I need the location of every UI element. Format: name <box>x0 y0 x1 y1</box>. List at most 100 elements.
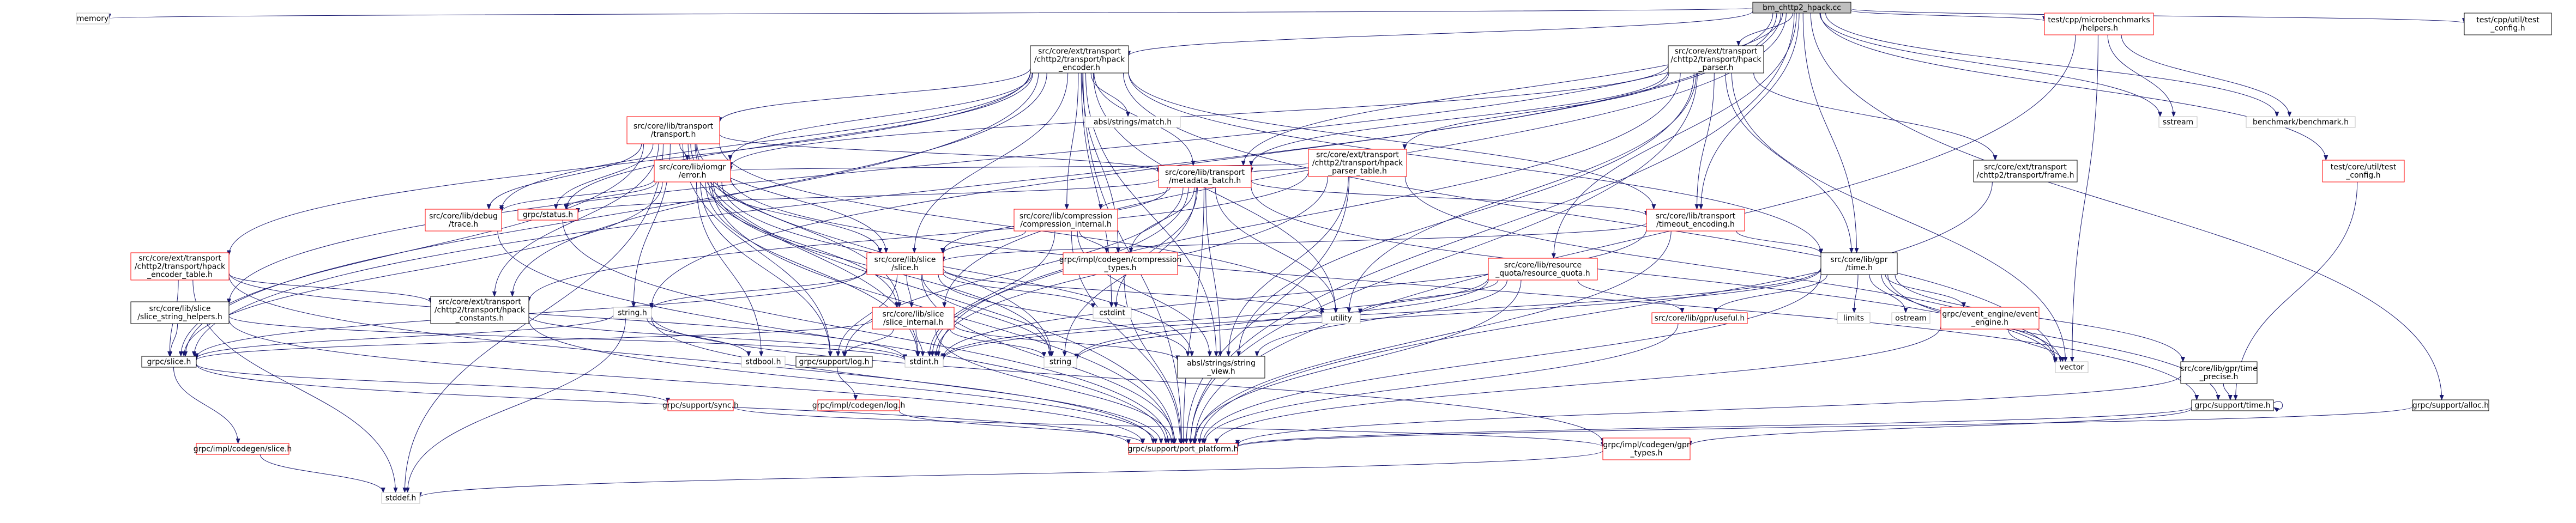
node-string_view[interactable]: absl/strings/string_view.h <box>1177 356 1265 379</box>
node-box <box>1063 252 1178 275</box>
node-cstdint[interactable]: cstdint <box>1093 307 1132 319</box>
node-port_platform[interactable]: grpc/support/port_platform.h <box>1128 443 1239 455</box>
node-stddef[interactable]: stddef.h <box>381 492 420 504</box>
node-benchmark[interactable]: benchmark/benchmark.h <box>2246 116 2356 128</box>
node-slice_string_helpers[interactable]: src/core/lib/slice/slice_string_helpers.… <box>130 301 230 324</box>
edge-transport_h-to-debug_trace <box>486 143 642 210</box>
node-resource_quota[interactable]: src/core/lib/resource_quota/resource_quo… <box>1488 258 1598 281</box>
node-label: src/core/ext/transport <box>1984 163 2067 172</box>
edge-hpack_parser-to-port_platform <box>1188 72 1698 444</box>
node-label: src/core/lib/transport <box>1165 168 1245 177</box>
node-metadata_batch[interactable]: src/core/lib/transport/metadata_batch.h <box>1158 165 1252 188</box>
node-vector[interactable]: vector <box>2055 361 2089 373</box>
node-label: src/core/ext/transport <box>1675 47 1758 56</box>
edge-gpr_time-to-limits <box>1852 274 1859 313</box>
node-box <box>2322 160 2405 183</box>
node-hpack_encoder_table[interactable]: src/core/ext/transport/chttp2/transport/… <box>130 252 230 281</box>
node-hpack_encoder[interactable]: src/core/ext/transport/chttp2/transport/… <box>1030 45 1129 74</box>
node-frame_h[interactable]: src/core/ext/transport/chttp2/transport/… <box>1973 160 2078 183</box>
node-hpack_constants[interactable]: src/core/ext/transport/chttp2/transport/… <box>430 296 529 324</box>
node-codegen_log[interactable]: grpc/impl/codegen/log.h <box>812 399 905 411</box>
node-hpack_parser[interactable]: src/core/ext/transport/chttp2/transport/… <box>1668 45 1764 74</box>
node-transport_h[interactable]: src/core/lib/transport/transport.h <box>626 116 720 144</box>
node-support_time[interactable]: grpc/support/time.h <box>2191 399 2274 411</box>
node-box <box>1820 252 1898 275</box>
node-ostream[interactable]: ostream <box>1891 312 1931 324</box>
node-event_engine[interactable]: grpc/event_engine/event_engine.h <box>1940 307 2040 330</box>
edge-root-to-string_h <box>649 13 1782 308</box>
node-time_precise[interactable]: src/core/lib/gpr/time_precise.h <box>2180 361 2258 384</box>
edge-slice_internal-to-support_log <box>842 329 894 357</box>
edge-error_h-to-support_log <box>700 181 832 357</box>
node-label: /chttp2/transport/hpack <box>1670 56 1761 64</box>
node-label: string <box>1049 358 1071 367</box>
node-util_test_config[interactable]: test/core/util/test_config.h <box>2322 160 2405 183</box>
node-codegen_slice[interactable]: grpc/impl/codegen/slice.h <box>194 443 292 455</box>
edge-transport_h-to-support_log <box>682 143 833 357</box>
node-sstream[interactable]: sstream <box>2158 116 2198 128</box>
edge-frame_h-to-port_platform <box>1197 181 1993 444</box>
edge-root-to-resource_quota <box>1551 13 1797 259</box>
node-label: limits <box>1843 314 1864 323</box>
node-box <box>2158 116 2198 128</box>
node-label: grpc/event_engine/event <box>1942 310 2038 319</box>
edge-transport_h-to-stddef <box>402 143 663 493</box>
node-label: _quota/resource_quota.h <box>1495 269 1590 278</box>
edge-gpr_time-to-support_time <box>1887 274 2221 400</box>
node-label: src/core/lib/gpr <box>1830 256 1887 264</box>
node-box <box>430 296 529 324</box>
node-string_h[interactable]: string.h <box>613 307 652 319</box>
node-abseil_match[interactable]: absl/strings/match.h <box>1084 116 1181 128</box>
edge-gpr_time-to-event_engine <box>1885 274 1966 308</box>
node-box <box>141 356 197 368</box>
node-limits[interactable]: limits <box>1837 312 1871 324</box>
node-label: absl/strings/match.h <box>1094 118 1172 127</box>
edge-gpr_types-to-stddef <box>418 450 1603 498</box>
node-box <box>2055 361 2089 373</box>
edge-error_h-to-slice_h <box>717 181 883 253</box>
node-timeout_encoding[interactable]: src/core/lib/transport/timeout_encoding.… <box>1646 209 1745 232</box>
node-support_log[interactable]: grpc/support/log.h <box>795 356 873 368</box>
edge-slice_h-to-slice_internal <box>906 274 914 308</box>
node-box <box>1043 356 1077 368</box>
node-stdbool[interactable]: stdbool.h <box>741 356 786 368</box>
node-grpc_slice[interactable]: grpc/slice.h <box>141 356 197 368</box>
node-slice_h[interactable]: src/core/lib/slice/slice.h <box>866 252 944 275</box>
node-utility[interactable]: utility <box>1322 312 1361 324</box>
node-label: grpc/impl/codegen/compression <box>1059 256 1182 264</box>
edge-hpack_parser-to-hpack_parser_table <box>1402 72 1669 150</box>
node-hpack_parser_table[interactable]: src/core/ext/transport/chttp2/transport/… <box>1308 149 1407 177</box>
edge-hpack_parser-to-error_h <box>728 64 1669 168</box>
node-label: src/core/lib/slice <box>149 305 211 313</box>
node-box <box>1891 312 1931 324</box>
node-box <box>2464 13 2552 35</box>
node-box <box>1668 45 1764 74</box>
node-debug_trace[interactable]: src/core/lib/debug/trace.h <box>425 209 502 232</box>
edge-timeout_encoding-to-gpr_time <box>1736 230 1823 254</box>
node-microbench[interactable]: test/cpp/microbenchmarks/helpers.h <box>2044 13 2154 35</box>
node-alloc_h[interactable]: grpc/support/alloc.h <box>2412 399 2489 411</box>
edge-hpack_parser_table-to-error_h <box>729 163 1309 172</box>
node-string[interactable]: string <box>1043 356 1077 368</box>
node-support_sync[interactable]: grpc/support/sync.h <box>662 399 739 411</box>
edge-root-to-sstream <box>1819 13 2163 117</box>
node-error_h[interactable]: src/core/lib/iomgr/error.h <box>654 160 731 183</box>
node-gpr_types[interactable]: grpc/impl/codegen/gpr_types.h <box>1602 437 1691 460</box>
node-stdint[interactable]: stdint.h <box>904 356 944 368</box>
node-label: _types.h <box>1630 449 1663 458</box>
edge-metadata_batch-to-utility <box>1215 187 1338 313</box>
node-useful_h[interactable]: src/core/lib/gpr/useful.h <box>1651 312 1748 324</box>
node-compression_types[interactable]: grpc/impl/codegen/compression_types.h <box>1059 252 1182 275</box>
edge-error_h-to-grpc_status <box>564 181 657 210</box>
node-root[interactable]: bm_chttp2_hpack.cc <box>1752 2 1851 14</box>
edge-resource_quota-to-stdint <box>941 277 1489 360</box>
node-label: src/core/ext/transport <box>138 254 221 263</box>
node-slice_internal[interactable]: src/core/lib/slice/slice_internal.h <box>872 307 955 330</box>
node-compression_internal[interactable]: src/core/lib/compression/compression_int… <box>1013 209 1118 232</box>
node-test_config[interactable]: test/cpp/util/test_config.h <box>2464 13 2552 35</box>
node-memory[interactable]: memory <box>76 13 110 25</box>
node-label: /time.h <box>1845 264 1873 272</box>
node-grpc_status[interactable]: grpc/status.h <box>517 209 578 221</box>
node-gpr_time[interactable]: src/core/lib/gpr/time.h <box>1820 252 1898 275</box>
node-box <box>613 307 652 319</box>
